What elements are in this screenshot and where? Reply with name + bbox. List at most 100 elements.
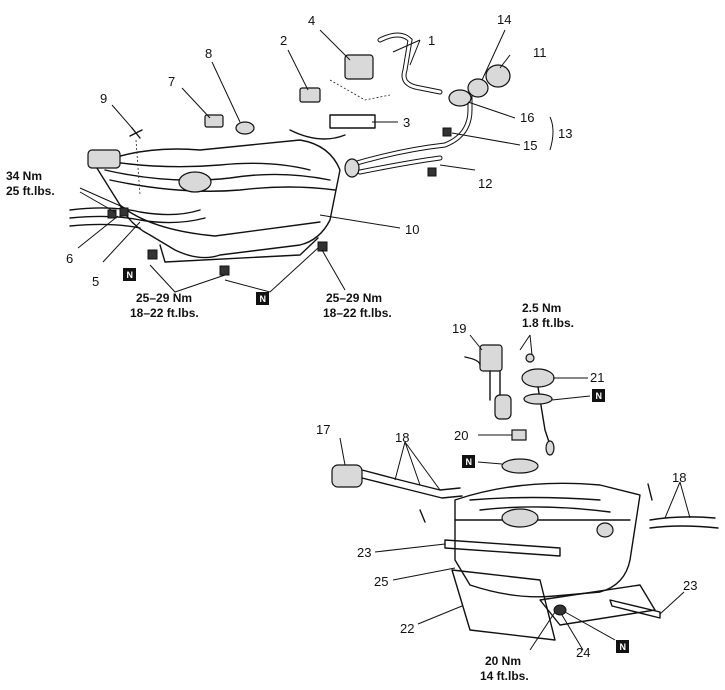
fuel-tank-lower	[454, 482, 641, 598]
n-marker-4: N	[466, 457, 473, 467]
pump-flange-upper	[178, 171, 212, 193]
leader-22	[417, 605, 463, 625]
fuel-tube-18d	[649, 525, 719, 529]
gasket-pump	[501, 458, 539, 474]
leader-torque-20	[529, 611, 556, 651]
hose-under-bracket	[289, 129, 346, 140]
tank-hose-a	[99, 159, 311, 171]
leader-16	[467, 101, 516, 119]
callout-24: 24	[576, 645, 590, 660]
callout-14: 14	[497, 12, 511, 27]
torque-specs: 34 Nm 25 ft.lbs. 25–29 Nm 18–22 ft.lbs. …	[6, 169, 574, 683]
sender-21-float	[545, 440, 555, 456]
n-replace-part-icon: N	[616, 640, 629, 653]
upper-leaders	[77, 29, 554, 293]
bracket-2	[299, 87, 321, 103]
leader-25	[392, 567, 456, 581]
lower-leaders	[339, 334, 691, 651]
sender-21	[521, 368, 555, 388]
torque-34-nm: 34 Nm	[6, 169, 42, 183]
n-marker-5: N	[620, 642, 627, 652]
clamp-15	[442, 127, 452, 137]
gasket-14	[467, 78, 489, 98]
callout-13: 13	[558, 126, 572, 141]
sender-opening-lower	[596, 522, 614, 538]
bracket-13	[549, 116, 554, 151]
leader-18b	[664, 481, 691, 519]
n-marker-2: N	[260, 294, 267, 304]
clip-6	[107, 209, 117, 219]
front-tube-2	[69, 215, 206, 224]
strap-25	[539, 584, 656, 626]
strap-23-front	[444, 539, 561, 557]
leader-torque-25-29-a	[149, 247, 319, 293]
bracket-3	[329, 114, 376, 129]
tank-lower-hose-b	[479, 506, 611, 513]
leader-torque-25-29-b	[321, 249, 346, 291]
n-markers: N N N N N	[123, 268, 629, 653]
leader-17	[339, 437, 346, 466]
bolt-2-5nm	[525, 353, 535, 363]
leader-torque-34	[79, 187, 126, 213]
callout-10: 10	[405, 222, 419, 237]
leader-24	[561, 614, 584, 651]
leader-torque-2-5	[519, 334, 533, 356]
leader-4	[319, 29, 351, 61]
tank-hose-b	[104, 169, 331, 181]
fuel-tube-18c	[649, 516, 716, 521]
filler-neck-16	[448, 89, 472, 107]
leader-n4	[477, 461, 503, 465]
filter-canister-upper	[87, 149, 121, 169]
tank-hose-c	[109, 179, 336, 192]
callout-9: 9	[100, 91, 107, 106]
tank-seam	[119, 204, 321, 237]
callout-11: 11	[533, 45, 547, 60]
ref-line-1	[329, 79, 391, 101]
leader-n5	[564, 611, 616, 641]
pump-wire	[464, 356, 481, 366]
clip-7	[204, 114, 224, 128]
fuel-filter-17	[331, 464, 363, 488]
leader-18a	[394, 441, 441, 491]
leader-11	[499, 54, 511, 69]
pump-opening-lower	[501, 508, 539, 528]
n-replace-part-icon: N	[123, 268, 136, 281]
torque-14-ftlbs: 14 ft.lbs.	[480, 669, 529, 683]
torque-18-22-ftlbs-b: 18–22 ft.lbs.	[323, 306, 392, 320]
filler-hose	[347, 92, 473, 168]
callout-18-rear: 18	[672, 470, 686, 485]
leader-10	[319, 214, 401, 229]
callout-3: 3	[403, 115, 410, 130]
callout-16: 16	[520, 110, 534, 125]
n-replace-part-icon: N	[256, 292, 269, 305]
callout-25: 25	[374, 574, 388, 589]
leader-6	[77, 215, 119, 249]
leader-2	[287, 49, 309, 91]
callout-numbers: 1 2 3 4 5 6 7 8 9 10 11 12 13 14 15 16 1…	[66, 12, 697, 660]
fuel-tube-18b	[361, 477, 463, 499]
callout-22: 22	[400, 621, 414, 636]
leader-15	[451, 132, 521, 146]
clip-5	[119, 207, 129, 217]
mount-bolts	[419, 483, 653, 523]
callout-6: 6	[66, 251, 73, 266]
strap-bolt-mid	[219, 265, 230, 276]
callout-7: 7	[168, 74, 175, 89]
strap-bolt-left	[147, 249, 158, 260]
callout-23-front: 23	[357, 545, 371, 560]
fuel-tank-upper	[94, 139, 341, 259]
leader-n3	[551, 395, 591, 401]
callout-23-rear: 23	[683, 578, 697, 593]
torque-18-22-ftlbs-a: 18–22 ft.lbs.	[130, 306, 199, 320]
callout-12: 12	[478, 176, 492, 191]
n-marker-3: N	[596, 391, 603, 401]
callout-17: 17	[316, 422, 330, 437]
ref-line-9	[135, 139, 141, 196]
n-replace-part-icon: N	[462, 455, 475, 468]
callout-4: 4	[308, 13, 315, 28]
leader-9	[111, 104, 133, 129]
leader-12	[439, 164, 476, 171]
torque-1-8-ftlbs: 1.8 ft.lbs.	[522, 316, 574, 330]
front-tube-1	[69, 207, 201, 216]
